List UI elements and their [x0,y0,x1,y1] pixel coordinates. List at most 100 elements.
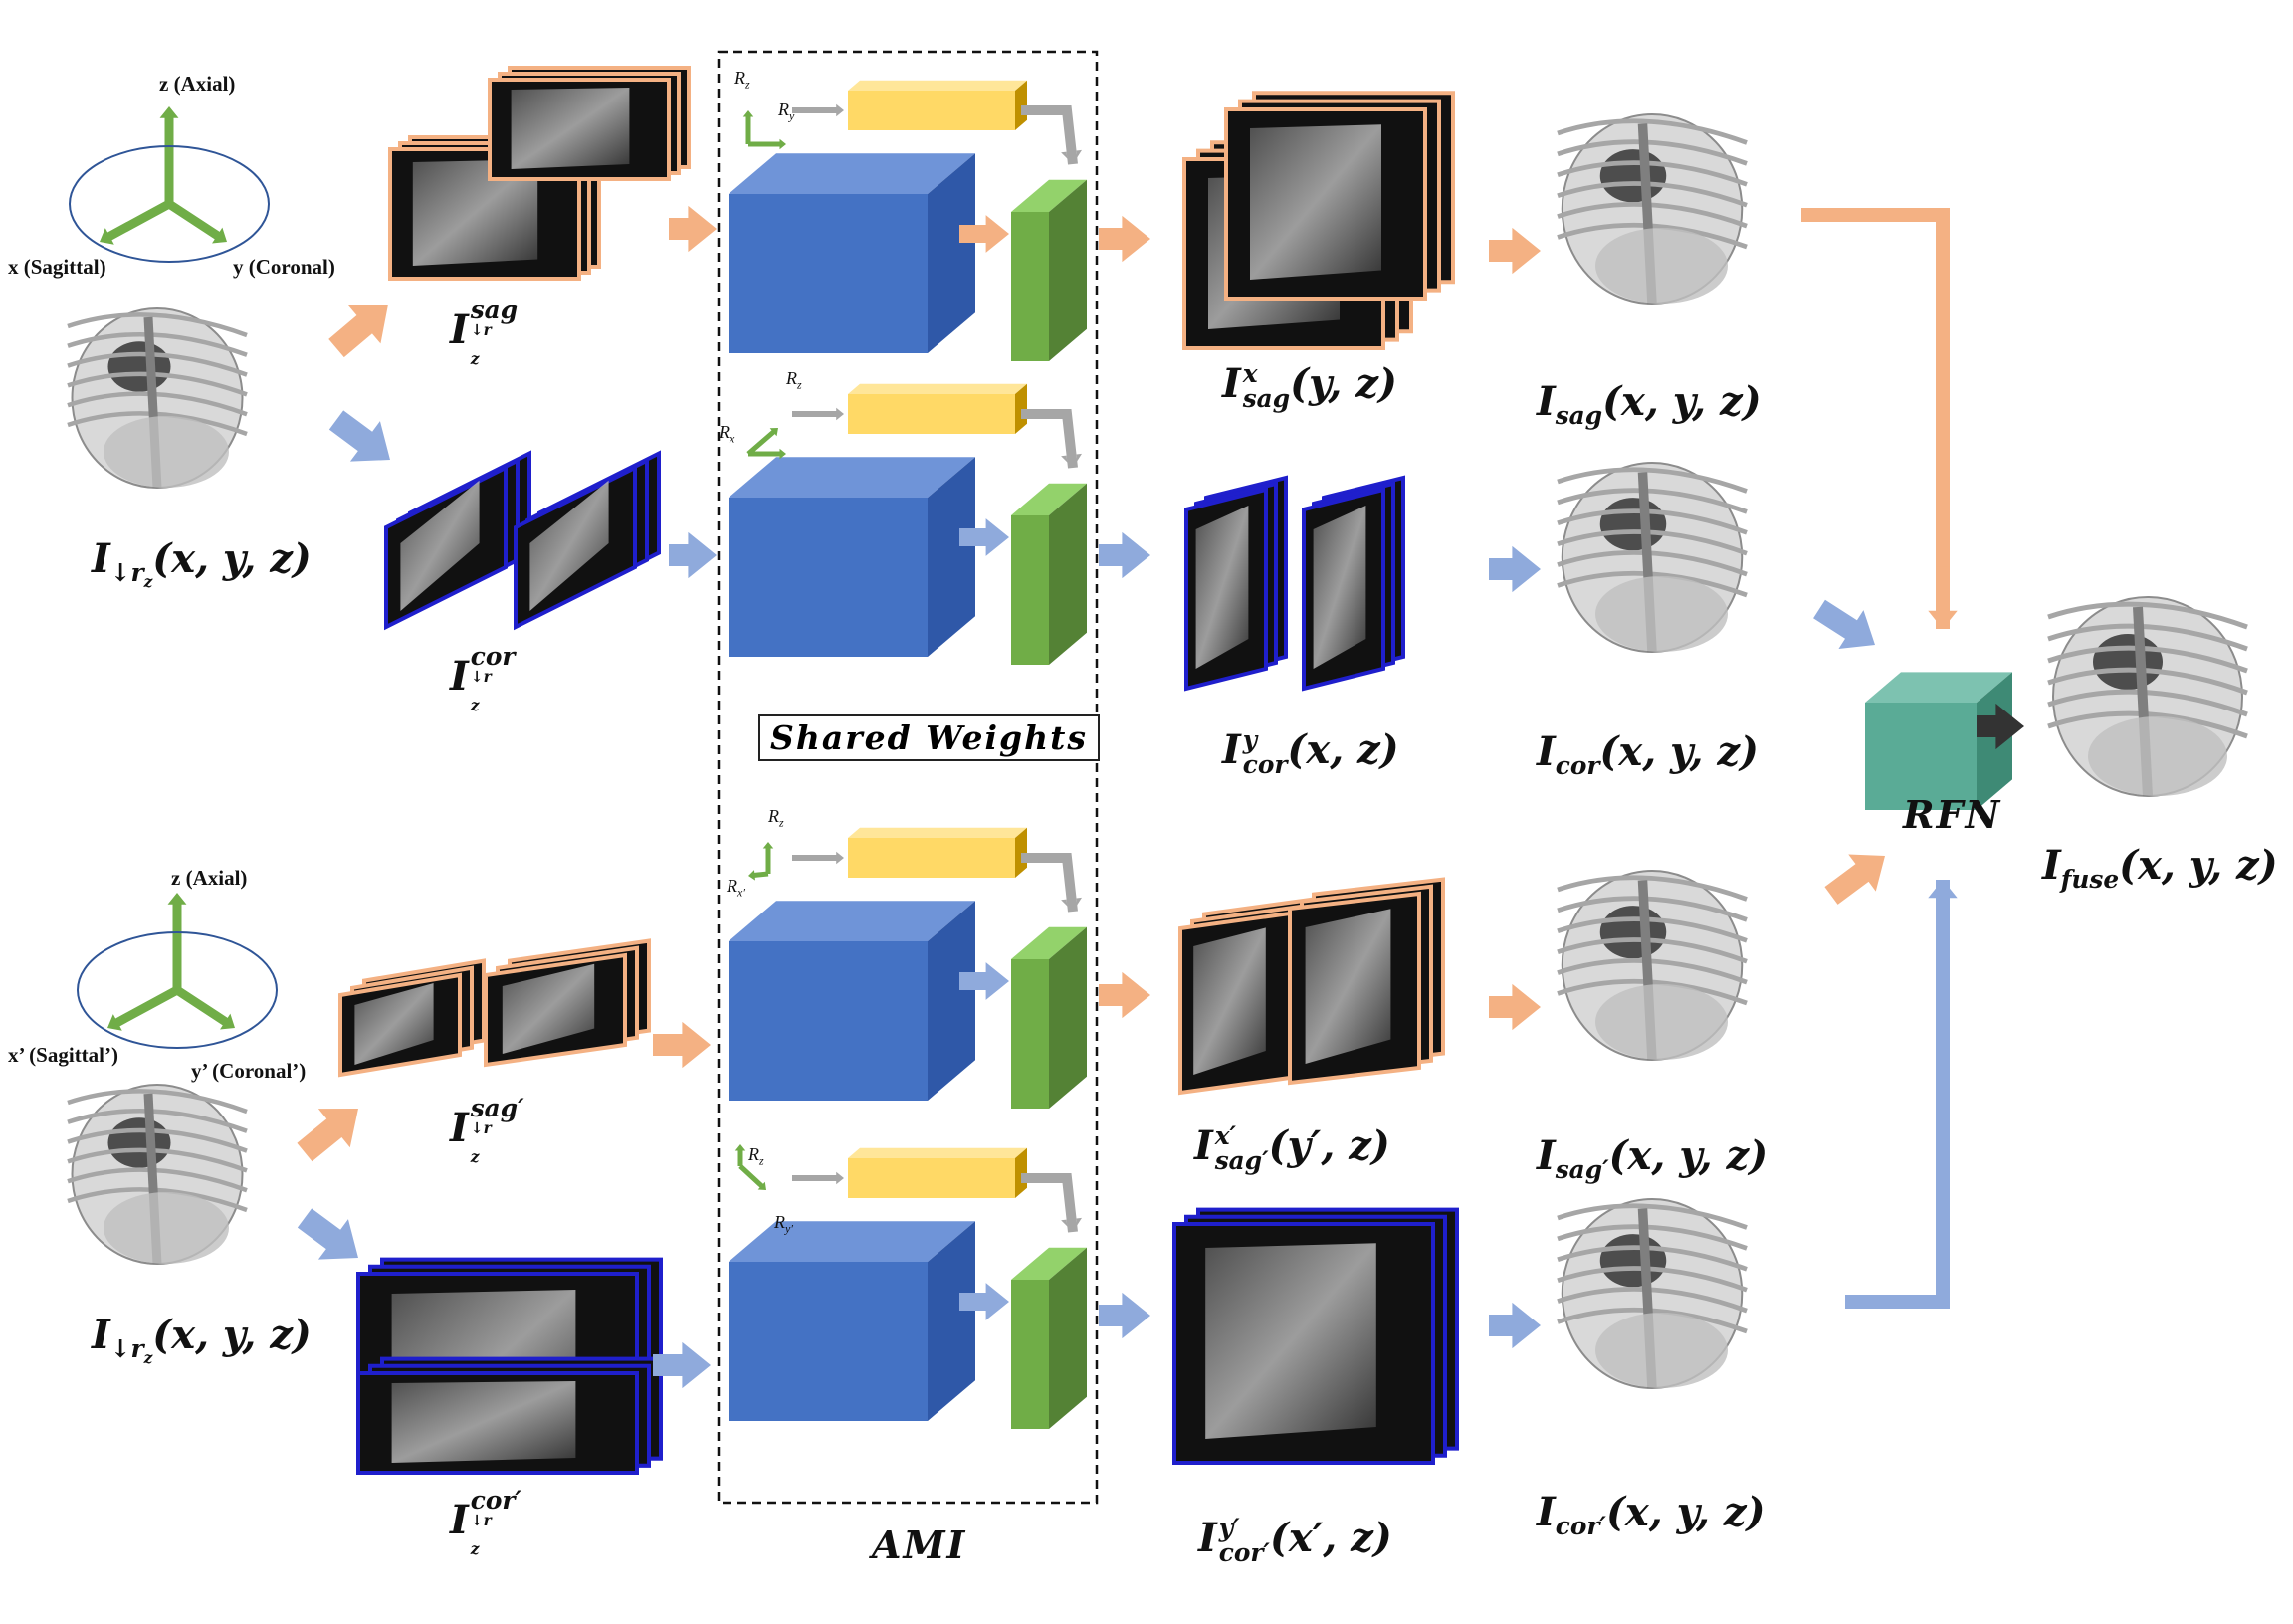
arrow-sag-out [1099,215,1150,263]
slice-stack-corp-b [356,1356,663,1475]
input-volume-top [67,307,248,489]
fuse-volume [2047,596,2248,797]
axes-bottom-y [174,986,235,1030]
block-4-encoder [729,1221,975,1421]
arrow-sagp-out [1099,971,1150,1019]
slice-stack-cor-b [514,450,661,631]
volume-label-sag: Isag(x, y, z) [1537,378,1762,430]
block-2-inner [959,518,1009,556]
out-stack-corp-a [1172,1207,1459,1465]
block-2-encoder [729,457,975,657]
axis-y-label-bottom: y’ (Coronal’) [191,1059,307,1083]
slice-stack-cor-a [384,450,531,631]
ami-label: AMI [872,1522,967,1567]
rot-axes-2-up [746,428,778,456]
rot-side-1: Ry [778,100,795,123]
route-corp-rfn-line [1845,880,1950,1309]
rot-side-4: Ry′ [774,1212,793,1236]
rot-axes-1-right [748,138,786,150]
block-2-gray-in [792,407,844,421]
slice-stack-sagp-b [484,938,651,1068]
axes-top-y [166,200,227,244]
rot-axes-4-up [734,1144,746,1166]
block-1-inner [959,215,1009,253]
rot-up-4: Rz [748,1144,764,1168]
axis-x-label-bottom: x’ (Sagittal’) [8,1043,118,1067]
block-2-yellow [848,383,1027,434]
arrow-corp-out [1099,1292,1150,1339]
rot-side-2: Rx [719,422,735,446]
rot-up-1: Rz [734,68,750,92]
axes-top-x [100,200,172,245]
out-stack-cor-a [1184,475,1288,692]
rot-axes-2-right [748,448,786,460]
arrow-cor-in [669,531,717,579]
axis-x-label-top: x (Sagittal) [8,255,106,279]
block-1-green [1011,179,1087,361]
block-1-yellow [848,80,1027,130]
out-stack-sagp-b [1288,877,1445,1086]
rfn-cube [1865,672,2012,810]
axes-bottom [77,931,278,1049]
arrow-cor-out [1099,531,1150,579]
block-3-encoder [729,901,975,1101]
rot-axes-3-side [748,870,769,881]
block-4-green [1011,1247,1087,1429]
block-4-gray-in [792,1171,844,1185]
route-corp-rfn-head [1928,880,1958,943]
volume-label-sag-prime: Isag′(x, y, z) [1537,1132,1769,1184]
block-4-gray-curve-head [1061,1217,1083,1232]
rot-up-3: Rz [768,806,784,830]
block-4-gray-curve-line [1021,1173,1078,1233]
route-sag-rfn-head [1928,566,1958,629]
block-3-inner [959,962,1009,1000]
arrow-vol-to-sag [328,304,388,358]
out-stack-cor-b [1302,475,1405,692]
block-1-gray-curve-line [1021,105,1078,165]
block-2-gray-curve-head [1061,453,1083,468]
block-3-yellow [848,827,1027,878]
arrow-sag-in [669,205,717,253]
arrow-vol-to-corp [297,1208,358,1260]
rot-axes-3-up [762,842,774,874]
ami-dashed-box [717,50,1099,1505]
arrow-cor-vol [1489,545,1541,593]
arrow-sag-vol [1489,227,1541,275]
route-cor-rfn [1813,599,1875,649]
arrow-rfn-out [1977,703,2024,750]
slice-stack-sagp-a [338,958,486,1078]
block-2-gray-curve-line [1021,409,1078,469]
rfn-label: RFN [1903,792,2002,837]
axis-y-label-top: y (Coronal) [233,255,335,279]
axes-bottom-x [107,986,180,1031]
block-1-gray-in [792,103,844,117]
rot-up-2: Rz [786,368,802,392]
input-label-top: I↓rz(x, y, z) [92,535,312,591]
route-sagp-rfn [1824,854,1885,905]
block-3-gray-curve-line [1021,853,1078,913]
shared-weights-label: Shared Weights [758,714,1100,761]
volume-label-cor-prime: Icor′(x, y, z) [1537,1489,1766,1540]
axis-z-label-bottom: z (Axial) [171,866,248,890]
arrow-corp-in [653,1341,711,1389]
block-2-green [1011,483,1087,665]
block-1-encoder [729,153,975,353]
arrow-corp-vol [1489,1302,1541,1349]
block-3-gray-in [792,851,844,865]
block-3-gray-curve-head [1061,897,1083,912]
route-sag-rfn-line [1801,208,1950,629]
vol-sagp [1557,870,1748,1061]
arrow-vol-to-cor [328,410,390,462]
fuse-label: Ifuse(x, y, z) [2042,842,2278,894]
rot-axes-1-up [742,110,754,144]
axes-top [69,145,270,263]
axis-z-label-top: z (Axial) [159,72,236,96]
axes-top-z [159,106,179,204]
